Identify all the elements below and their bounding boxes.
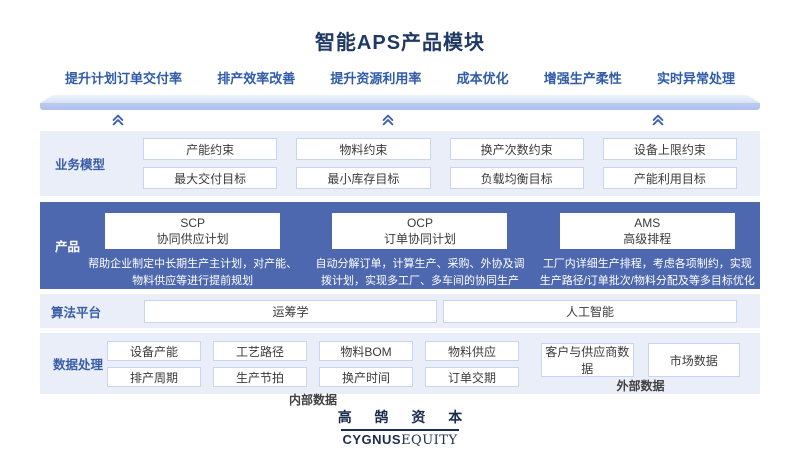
products-row: 产品 SCP 协同供应计划 帮助企业制定中长期生产主计划，对产能、物料供应等进行… xyxy=(40,202,760,289)
logo-english-name: CYGNUSEQUITY xyxy=(342,432,457,448)
data-processing-row: 数据处理 设备产能 工艺路径 物料BOM 物料供应 排产周期 生产节拍 换产时间… xyxy=(40,333,760,407)
chevron-row xyxy=(40,110,760,130)
product-name: 订单协同计划 xyxy=(383,232,456,246)
internal-data-box: 排产周期 xyxy=(107,367,201,387)
constraint-box: 换产次数约束 xyxy=(449,138,584,160)
logo-divider-line xyxy=(341,429,459,431)
constraint-box: 物料约束 xyxy=(296,138,431,160)
internal-data-box: 工艺路径 xyxy=(213,341,307,361)
product-ocp: OCP 订单协同计划 自动分解订单，计算生产、采购、外协及调拨计划，实现多工厂、… xyxy=(312,202,527,289)
objective-box: 最小库存目标 xyxy=(296,167,431,189)
business-model-label: 业务模型 xyxy=(55,158,106,172)
algorithm-platform-row: 算法平台 运筹学 人工智能 xyxy=(40,294,760,328)
benefit-exception-handling: 实时异常处理 xyxy=(656,71,735,86)
internal-data-box: 订单交期 xyxy=(425,367,519,387)
product-acronym: OCP xyxy=(406,215,433,230)
product-box-scp: SCP 协同供应计划 xyxy=(105,213,281,249)
product-box-ocp: OCP 订单协同计划 xyxy=(332,213,508,249)
page-title: 智能APS产品模块 xyxy=(314,32,486,54)
internal-data-caption: 内部数据 xyxy=(288,393,337,407)
objective-box: 最大交付目标 xyxy=(143,167,278,189)
logo-equity-text: EQUITY xyxy=(401,433,458,448)
business-model-grid: 产能约束 物料约束 换产次数约束 设备上限约束 最大交付目标 最小库存目标 负载… xyxy=(143,138,737,189)
product-box-ams: AMS 高级排程 xyxy=(559,213,735,249)
product-ams: AMS 高级排程 工厂内详细生产排程，考虑各项制约，实现生产路径/订单批次/物料… xyxy=(540,202,755,289)
constraint-box: 设备上限约束 xyxy=(602,138,737,160)
product-name: 高级排程 xyxy=(623,232,672,246)
product-scp: SCP 协同供应计划 帮助企业制定中长期生产主计划，对产能、物料供应等进行提前规… xyxy=(85,202,300,289)
product-acronym: SCP xyxy=(180,215,205,230)
constraint-box: 产能约束 xyxy=(143,138,278,160)
benefit-scheduling-efficiency: 排产效率改善 xyxy=(217,71,296,86)
business-model-row: 业务模型 产能约束 物料约束 换产次数约束 设备上限约束 最大交付目标 最小库存… xyxy=(40,131,760,196)
algorithm-platform-label: 算法平台 xyxy=(51,305,102,320)
internal-data-group: 设备产能 工艺路径 物料BOM 物料供应 排产周期 生产节拍 换产时间 订单交期… xyxy=(107,341,519,407)
divider-bar-3d xyxy=(40,95,760,110)
chevron-up-icon xyxy=(651,113,665,127)
benefit-production-flexibility: 增强生产柔性 xyxy=(543,71,622,86)
external-data-group: 客户与供应商数据 市场数据 外部数据 xyxy=(541,341,740,394)
internal-data-box: 换产时间 xyxy=(319,367,413,387)
internal-data-box: 物料供应 xyxy=(425,341,519,361)
algorithm-box-operations-research: 运筹学 xyxy=(144,299,438,323)
internal-data-box: 物料BOM xyxy=(319,341,413,361)
benefits-row: 提升计划订单交付率 排产效率改善 提升资源利用率 成本优化 增强生产柔性 实时异… xyxy=(40,68,760,87)
product-description: 工厂内详细生产排程，考虑各项制约，实现生产路径/订单批次/物料分配及等多目标优化 xyxy=(539,258,755,287)
divider-bar-front-face xyxy=(40,103,760,110)
product-description: 自动分解订单，计算生产、采购、外协及调拨计划，实现多工厂、多车间的协同生产 xyxy=(315,258,525,287)
external-data-caption: 外部数据 xyxy=(616,379,665,393)
chevron-up-icon xyxy=(111,113,125,127)
external-data-box: 客户与供应商数据 xyxy=(541,343,634,377)
logo-chinese-name: 高 鹄 资 本 xyxy=(337,410,472,426)
data-processing-label: 数据处理 xyxy=(53,358,104,372)
chevron-up-icon xyxy=(381,113,395,127)
product-acronym: AMS xyxy=(634,215,661,230)
product-description: 帮助企业制定中长期生产主计划，对产能、物料供应等进行提前规划 xyxy=(88,258,298,287)
cygnus-equity-logo: 高 鹄 资 本 CYGNUSEQUITY xyxy=(40,407,760,448)
internal-data-box: 设备产能 xyxy=(107,341,201,361)
internal-data-box: 生产节拍 xyxy=(213,367,307,387)
algorithm-box-artificial-intelligence: 人工智能 xyxy=(443,299,737,323)
divider-bar-top-face xyxy=(40,95,760,103)
benefit-resource-utilization: 提升资源利用率 xyxy=(330,71,422,86)
objective-box: 负载均衡目标 xyxy=(449,167,584,189)
product-name: 协同供应计划 xyxy=(156,232,229,246)
benefit-delivery-rate: 提升计划订单交付率 xyxy=(65,71,183,86)
products-label: 产品 xyxy=(55,240,81,254)
objective-box: 产能利用目标 xyxy=(602,167,737,189)
logo-cygnus-text: CYGNUS xyxy=(342,432,402,447)
benefit-cost-optimization: 成本优化 xyxy=(456,71,509,86)
external-data-box: 市场数据 xyxy=(647,343,740,377)
